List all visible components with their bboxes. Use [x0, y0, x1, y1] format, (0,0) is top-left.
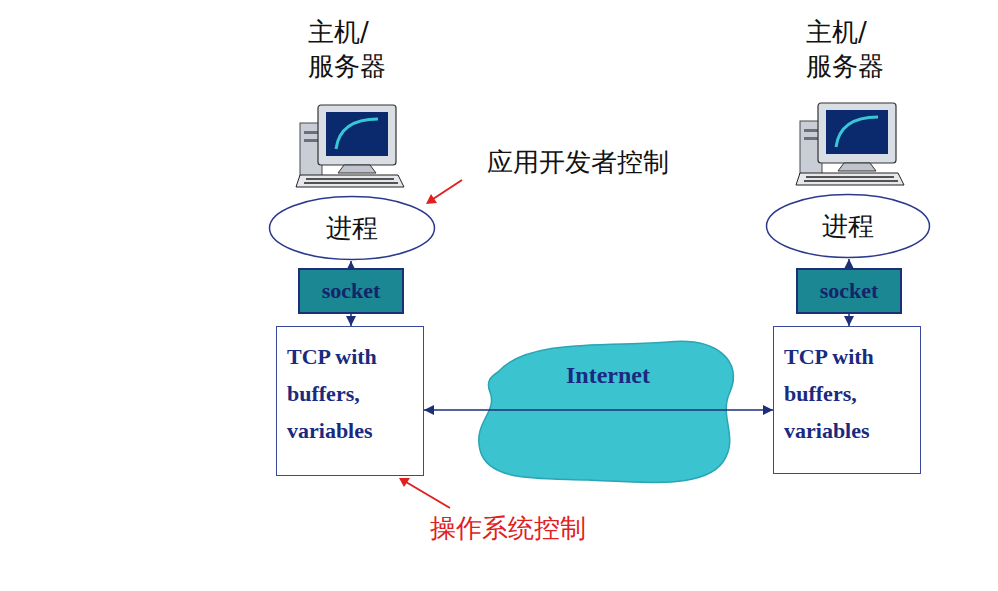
node-text: socket	[322, 278, 381, 304]
callout-arrow	[426, 180, 462, 204]
computer-icon	[796, 103, 904, 185]
process-ellipse: 进程	[765, 193, 931, 259]
process-ellipse: 进程	[268, 195, 436, 261]
node-text: 进程	[326, 211, 378, 246]
host-label: 主机/ 服务器	[308, 16, 408, 84]
node-text: TCP with buffers, variables	[287, 339, 415, 450]
connector-arrow	[346, 314, 356, 326]
node-text: TCP with buffers, variables	[784, 339, 912, 450]
socket-box: socket	[298, 268, 404, 314]
node-text: 进程	[822, 209, 874, 244]
socket-box: socket	[796, 268, 902, 314]
host-label: 主机/ 服务器	[806, 16, 906, 84]
node-text: Internet	[468, 362, 748, 389]
callout-note: 应用开发者控制	[487, 146, 595, 180]
callout-note: 操作系统控制	[430, 512, 512, 546]
tcp-box: TCP with buffers, variables	[773, 326, 921, 474]
callout-arrow	[399, 478, 450, 508]
computer-icon	[296, 105, 404, 187]
connector-arrow	[844, 314, 854, 326]
tcp-box: TCP with buffers, variables	[276, 326, 424, 476]
node-text: socket	[820, 278, 879, 304]
